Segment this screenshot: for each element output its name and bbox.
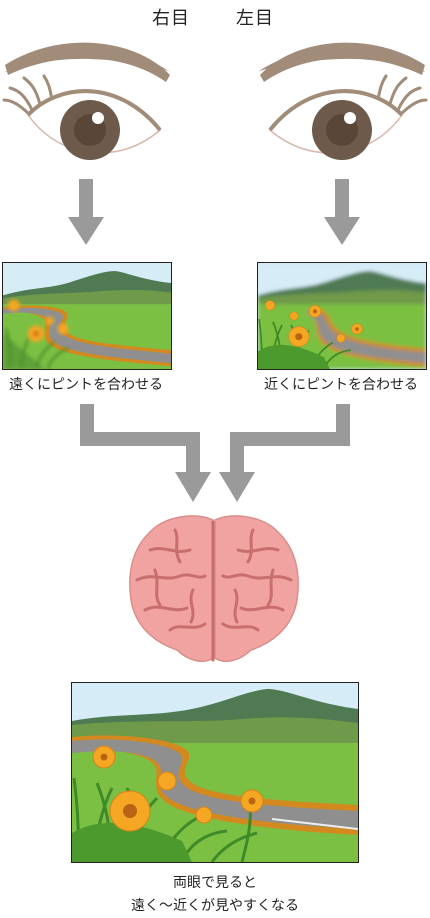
left-eye-icon (258, 42, 428, 160)
eyes-illustration (2, 42, 428, 160)
result-caption-line2: 遠く～近くが見やすくなる (131, 898, 299, 914)
converging-arrows (80, 404, 350, 502)
right-eye-caption: 遠くにピントを合わせる (9, 377, 163, 393)
near-focus-scene (257, 262, 427, 370)
arrow-converge-icon (219, 404, 350, 502)
right-eye-label: 右目 (152, 8, 190, 29)
arrow-converge-icon (80, 404, 211, 502)
result-caption-line1: 両眼で見ると (173, 875, 257, 891)
left-eye-label: 左目 (236, 8, 274, 29)
arrow-down-icon (324, 179, 360, 245)
brain-icon (129, 515, 299, 662)
combined-scene (71, 682, 359, 863)
eye-arrows (68, 179, 360, 245)
left-eye-caption: 近くにピントを合わせる (264, 377, 418, 393)
right-eye-icon (2, 42, 170, 160)
arrow-down-icon (68, 179, 104, 245)
far-focus-scene (2, 262, 172, 370)
